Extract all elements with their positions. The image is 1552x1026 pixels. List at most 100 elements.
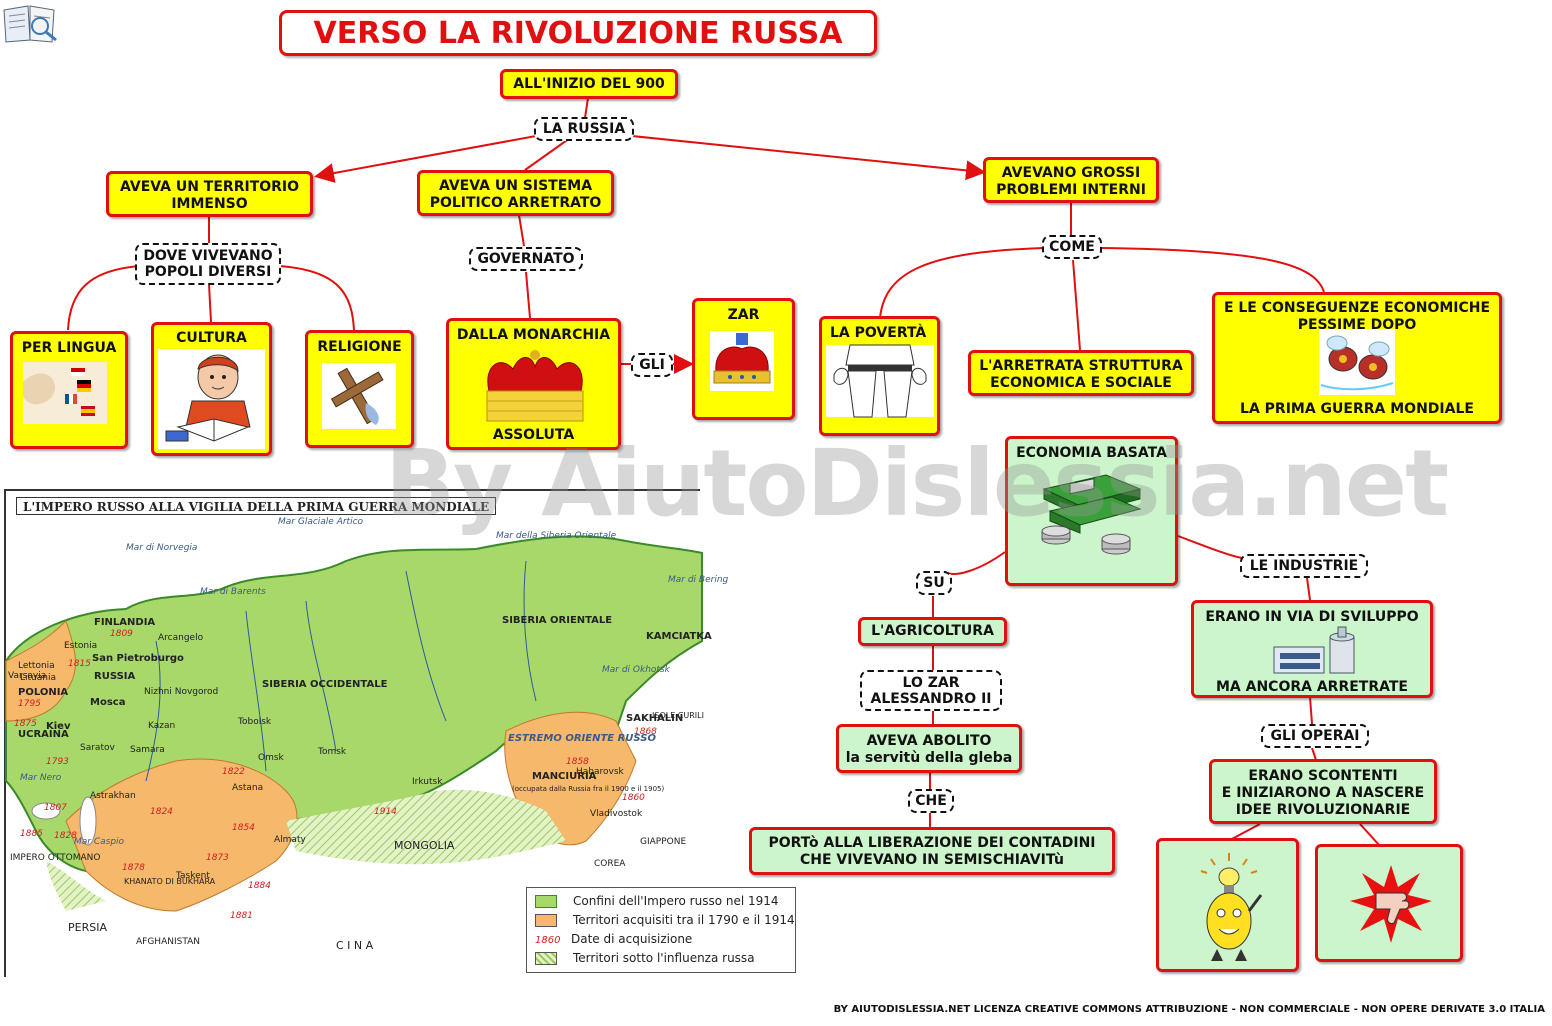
map-label: Mar di Okhotsk <box>602 665 670 675</box>
map-label: MANCIURIA <box>532 771 597 782</box>
empty-pockets-picture <box>826 344 934 418</box>
map-label: Mar di Norvegia <box>126 543 198 553</box>
map-label: GIAPPONE <box>640 837 687 847</box>
map-label: Saratov <box>80 743 115 753</box>
map-date: 1875 <box>14 719 37 729</box>
legend-item: Confini dell'Impero russo nel 1914 <box>535 892 779 910</box>
page-title: VERSO LA RIVOLUZIONE RUSSA <box>279 10 877 56</box>
map-label: IMPERO OTTOMANO <box>10 853 101 863</box>
label-come: COME <box>1042 235 1102 259</box>
node-abolito-line1: AVEVA ABOLITO <box>866 733 992 749</box>
map-label: Astana <box>232 783 264 793</box>
map-date: 1884 <box>248 881 271 891</box>
node-cultura: CULTURA <box>151 322 272 456</box>
map-date: 1873 <box>206 853 229 863</box>
map-date: 1914 <box>374 807 397 817</box>
node-lingua-text: PER LINGUA <box>21 340 117 356</box>
map-label: KHANATO DI BUKHARA <box>124 877 216 886</box>
label-dove-line1: DOVE VIVEVANO <box>143 248 273 264</box>
label-governato: GOVERNATO <box>469 247 583 271</box>
label-dove-line2: POPOLI DIVERSI <box>144 264 272 280</box>
lightbulb-idea-icon <box>1189 851 1269 963</box>
map-label: SAKHALIN <box>626 713 684 724</box>
map-label: RUSSIA <box>94 671 136 682</box>
map-label: Kazan <box>148 721 176 731</box>
map-date: 1868 <box>634 727 657 737</box>
legend-text: Territori acquisiti tra il 1790 e il 191… <box>573 913 795 927</box>
node-scontenti-line3: IDEE RIVOLUZIONARIE <box>1235 802 1411 818</box>
logo-book-icon <box>2 2 58 44</box>
thumb-down-icon <box>1350 865 1432 943</box>
node-problemi-line1: AVEVANO GROSSI <box>1001 165 1141 181</box>
map-date: 1824 <box>150 807 173 817</box>
node-scontenti-line2: E INIZIARONO A NASCERE <box>1221 785 1425 801</box>
node-territorio-line1: AVEVA UN TERRITORIO <box>119 179 300 195</box>
legend-item: Territori sotto l'influenza russa <box>535 949 755 967</box>
node-sistema-line2: POLITICO ARRETRATO <box>429 195 602 211</box>
map-label: SIBERIA ORIENTALE <box>502 615 613 626</box>
map-date: 1878 <box>122 863 145 873</box>
label-operai: GLI OPERAI <box>1261 724 1369 748</box>
map-label: Omsk <box>258 753 284 763</box>
node-struttura-line1: L'ARRETRATA STRUTTURA <box>979 358 1183 374</box>
node-thumbdown <box>1315 844 1463 962</box>
node-abolito-line2: la servitù della gleba <box>845 750 1013 766</box>
map-label: Lituania <box>20 673 56 683</box>
map-label: MONGOLIA <box>394 839 455 852</box>
map-label: Varsavia <box>8 671 47 681</box>
map-date: 1807 <box>44 803 67 813</box>
node-monarchia-top: DALLA MONARCHIA <box>456 327 611 343</box>
tsar-crown-picture <box>710 331 774 391</box>
node-monarchia: DALLA MONARCHIA ASSOLUTA <box>446 318 621 450</box>
map-legend: Confini dell'Impero russo nel 1914 Terri… <box>526 887 796 973</box>
node-scontenti-line1: ERANO SCONTENTI <box>1248 768 1398 784</box>
russian-empire-map: L'IMPERO RUSSO ALLA VIGILIA DELLA PRIMA … <box>4 489 796 979</box>
war-bees-picture <box>1319 329 1395 395</box>
map-label: (occupata dalla Russia fra il 1900 e il … <box>512 785 665 793</box>
map-label: Mar di Bering <box>668 575 729 585</box>
map-label: Tomsk <box>318 747 347 757</box>
legend-text: Date di acquisizione <box>571 932 693 946</box>
map-label: Irkutsk <box>412 777 443 787</box>
map-label: Astrakhan <box>90 791 136 801</box>
map-label: Mar Glaciale Artico <box>278 517 364 527</box>
label-lozar-line2: ALESSANDRO II <box>870 691 992 707</box>
map-label: Mar della Siberia Orientale <box>496 531 617 541</box>
node-agricoltura: L'AGRICOLTURA <box>858 617 1007 646</box>
node-inizio-text: ALL'INIZIO DEL 900 <box>513 76 665 92</box>
map-label: Mosca <box>90 697 126 708</box>
map-date: 1793 <box>46 757 69 767</box>
map-label: Nizhni Novgorod <box>144 687 219 697</box>
map-label: C I N A <box>336 939 374 952</box>
map-label: Arcangelo <box>158 633 204 643</box>
map-label: Lettonia <box>18 661 55 671</box>
node-religione: RELIGIONE <box>305 330 414 448</box>
map-date: 1885 <box>20 829 43 839</box>
legend-text: Confini dell'Impero russo nel 1914 <box>573 894 779 908</box>
label-industrie: LE INDUSTRIE <box>1240 554 1368 578</box>
label-russia: LA RUSSIA <box>534 117 634 141</box>
legend-text: Territori sotto l'influenza russa <box>573 951 755 965</box>
map-label: Vladivostok <box>590 809 643 819</box>
map-label: San Pietroburgo <box>92 653 184 664</box>
crown-icon <box>483 347 587 427</box>
legend-swatch-green <box>535 895 557 908</box>
node-cultura-text: CULTURA <box>176 330 247 346</box>
map-label: Estonia <box>64 641 98 651</box>
node-struttura-line2: ECONOMICA E SOCIALE <box>990 375 1172 391</box>
map-shapes <box>5 491 703 979</box>
node-problemi: AVEVANO GROSSI PROBLEMI INTERNI <box>983 157 1159 203</box>
map-label: AFGHANISTAN <box>136 937 201 947</box>
node-religione-text: RELIGIONE <box>317 339 402 355</box>
node-poverta: LA POVERTÀ <box>819 316 940 436</box>
cross-picture <box>322 363 396 429</box>
legend-swatch-orange <box>535 914 557 927</box>
map-label: Kiev <box>46 721 71 732</box>
map-title: L'IMPERO RUSSO ALLA VIGILIA DELLA PRIMA … <box>16 497 497 515</box>
languages-map-picture <box>23 362 107 424</box>
node-sviluppo-top: ERANO IN VIA DI SVILUPPO <box>1205 609 1419 625</box>
node-scontenti: ERANO SCONTENTI E INIZIARONO A NASCERE I… <box>1209 759 1437 824</box>
map-label: COREA <box>594 859 626 869</box>
node-sviluppo: ERANO IN VIA DI SVILUPPO MA ANCORA ARRET… <box>1191 600 1433 698</box>
